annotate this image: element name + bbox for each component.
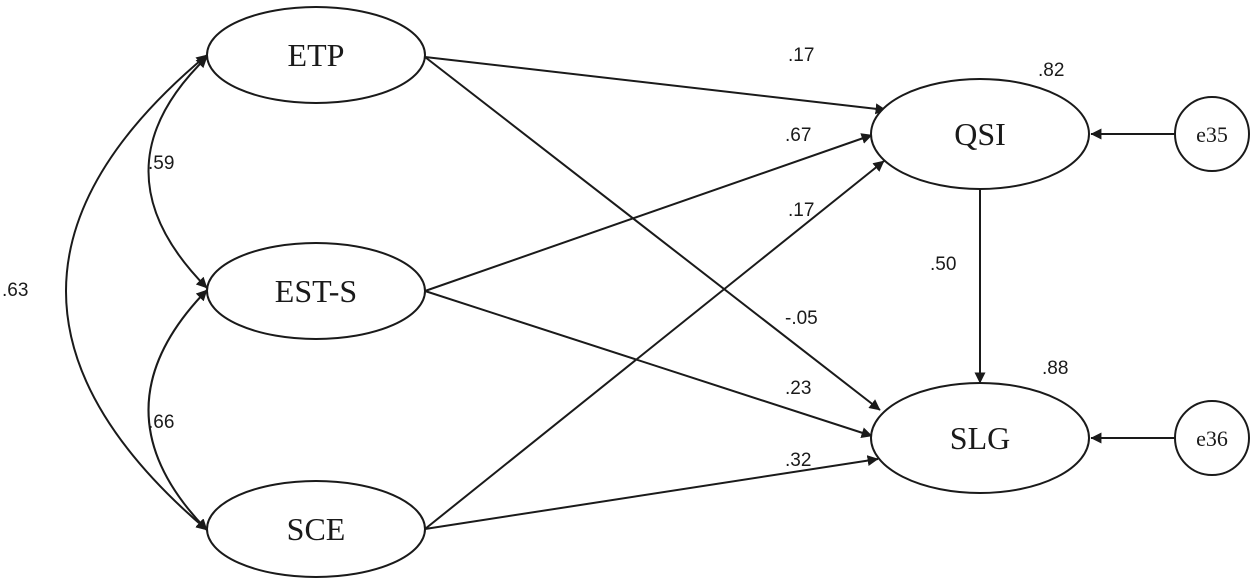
cov-etp-ests: .59: [148, 153, 174, 174]
node-etp: ETP: [206, 6, 426, 104]
node-e35: e35: [1174, 96, 1250, 172]
r2-qsi: .82: [1038, 60, 1064, 81]
path-etp-slg: [424, 56, 881, 411]
cov-arc-etp-ests: [147, 56, 208, 289]
cov-ests-sce: .66: [148, 412, 174, 433]
node-e35-label: e35: [1196, 122, 1228, 147]
cov-arc-ests-sce: [147, 289, 208, 531]
node-e36: e36: [1174, 400, 1250, 476]
node-slg: SLG: [870, 382, 1090, 494]
coef-qsi-slg: .50: [930, 254, 956, 275]
path-etp-qsi: [424, 56, 887, 115]
node-qsi-label: QSI: [954, 116, 1006, 152]
node-e36-label: e36: [1196, 426, 1228, 451]
path-ests-slg: [424, 290, 873, 439]
node-etp-label: ETP: [288, 37, 345, 73]
node-sce: SCE: [206, 480, 426, 578]
path-sce-qsi: [424, 160, 885, 530]
cov-etp-sce: .63: [2, 280, 28, 301]
coef-sce-slg: .32: [785, 450, 811, 471]
coef-etp-slg: -.05: [785, 308, 818, 329]
coef-ests-slg: .23: [785, 378, 811, 399]
node-sce-label: SCE: [287, 511, 346, 547]
coef-ests-qsi: .67: [785, 125, 811, 146]
path-sce-slg: [424, 455, 879, 530]
r2-slg: .88: [1042, 358, 1068, 379]
coef-sce-qsi: .17: [788, 200, 814, 221]
node-qsi: QSI: [870, 78, 1090, 190]
path-ests-qsi: [424, 133, 873, 292]
node-slg-label: SLG: [950, 420, 1010, 456]
cov-arc-etp-sce: [65, 54, 208, 531]
node-ests-label: EST-S: [275, 273, 357, 309]
node-ests: EST-S: [206, 242, 426, 340]
coef-etp-qsi: .17: [788, 45, 814, 66]
